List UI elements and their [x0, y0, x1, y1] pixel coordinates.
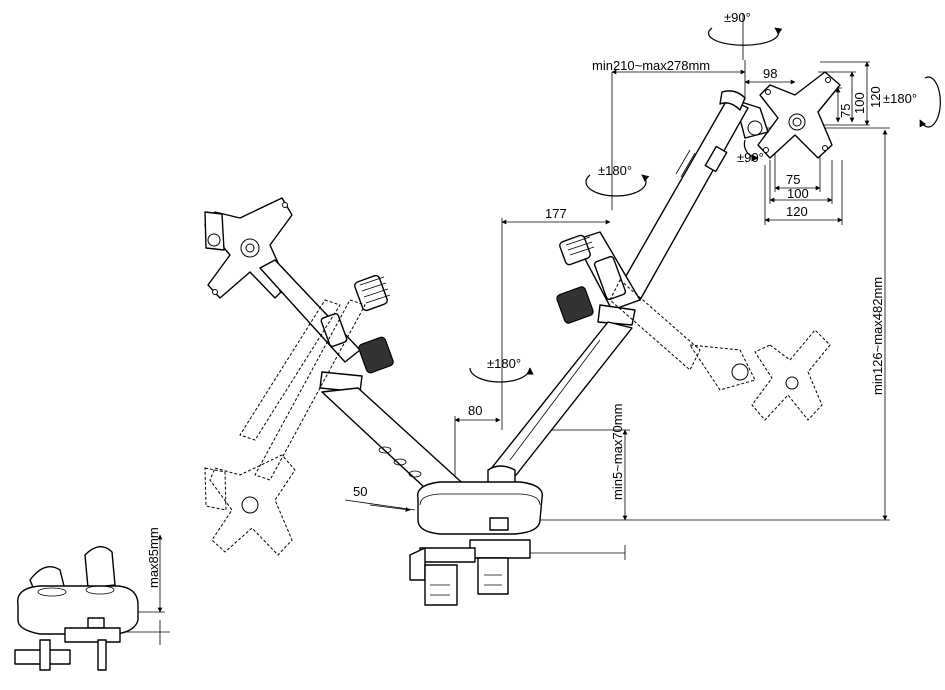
label-vesa-offset: 98 [763, 66, 777, 81]
left-ghost-position [204, 299, 366, 556]
label-rot-mid: ±180° [598, 163, 632, 178]
label-rot-right: ±180° [883, 91, 917, 106]
label-base-offset: 80 [468, 403, 482, 418]
label-vesa-w-120: 120 [786, 204, 808, 219]
label-vesa-w-100: 100 [787, 186, 809, 201]
label-vesa-h-100: 100 [852, 92, 867, 114]
dimension-lines [100, 60, 890, 645]
right-gas-spring [556, 231, 641, 326]
right-vesa-plate [734, 71, 841, 159]
label-rot-base: ±180° [487, 356, 521, 371]
label-base-height: min5~max70mm [610, 404, 625, 500]
label-tilt: ±90° [737, 150, 764, 165]
rotation-arrows [469, 14, 941, 383]
desk-base [409, 481, 544, 606]
right-upper-arm [617, 90, 749, 301]
label-pole-height: min126~max482mm [870, 277, 885, 395]
label-vesa-h-120: 120 [868, 86, 883, 108]
labels: ±90° min210~max278mm 98 ±180° 120 100 75… [146, 10, 917, 588]
label-vesa-w-75: 75 [786, 172, 800, 187]
label-clamp-width: 50 [353, 484, 367, 499]
label-clamp-height: max85mm [146, 527, 161, 588]
right-ghost-position [609, 279, 831, 421]
label-vesa-h-75: 75 [838, 104, 853, 118]
left-upper-arm [259, 259, 394, 393]
inset-base-detail [14, 546, 139, 671]
label-rot-top: ±90° [724, 10, 751, 25]
label-arm-reach: min210~max278mm [592, 58, 710, 73]
label-upper-reach: 177 [545, 206, 567, 221]
